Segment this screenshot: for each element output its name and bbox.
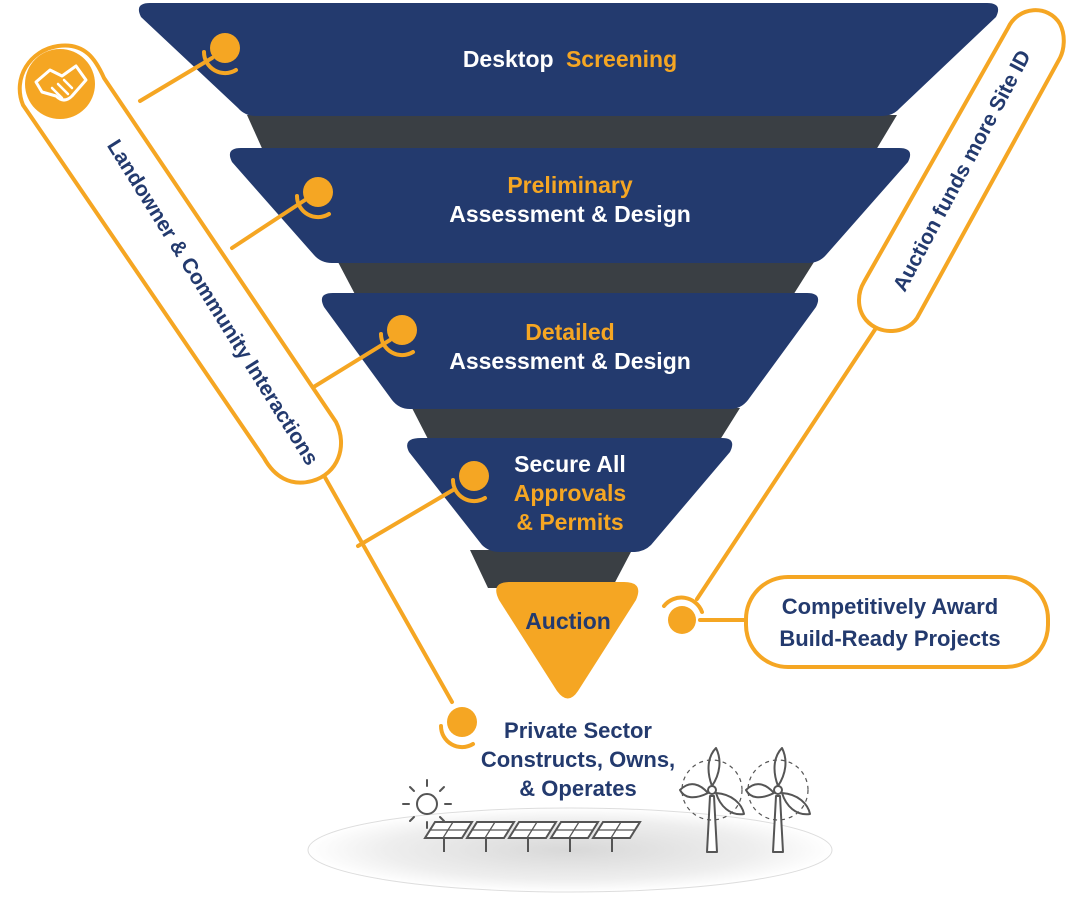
stage-4-line-3: & Permits <box>516 509 623 535</box>
stage-1-word-1: Desktop <box>463 46 554 72</box>
stage-bullet-1 <box>201 33 240 76</box>
award-box <box>744 575 1050 669</box>
stage-secure-approvals <box>407 438 733 552</box>
wind-turbine-icon-2 <box>745 747 811 853</box>
right-connector-lines <box>695 320 882 622</box>
stage-4-line-1: Secure All <box>514 451 626 477</box>
stage-desktop-screening <box>138 3 999 116</box>
stage-bullet-2 <box>294 177 333 220</box>
private-sector-line-3: & Operates <box>519 776 636 801</box>
handshake-icon <box>25 49 95 119</box>
funnel-connectors <box>247 115 897 588</box>
stage-detailed-assessment <box>321 293 819 409</box>
stage-4-line-2: Approvals <box>514 480 626 506</box>
sun-icon <box>402 779 452 829</box>
private-sector-line-1: Private Sector <box>504 718 652 743</box>
auction-bullet <box>662 595 704 634</box>
stage-bullet-3 <box>378 315 417 358</box>
left-connector-lines <box>138 56 455 704</box>
award-line-2: Build-Ready Projects <box>779 626 1000 651</box>
stage-bullet-4 <box>450 461 489 504</box>
solar-panels-icon <box>423 821 642 852</box>
stage-1-label: Desktop Screening <box>463 46 677 72</box>
stage-3-line-1: Detailed <box>525 319 614 345</box>
award-line-1: Competitively Award <box>782 594 998 619</box>
left-pill-outline <box>17 43 344 485</box>
stage-2-line-2: Assessment & Design <box>449 201 691 227</box>
stage-preliminary-assessment <box>229 148 911 263</box>
stage-auction <box>496 582 639 699</box>
right-pill-outline <box>857 8 1066 334</box>
stage-1-word-2: Screening <box>566 46 677 72</box>
private-sector-line-2: Constructs, Owns, <box>481 747 675 772</box>
wind-turbine-icon-1 <box>679 747 745 853</box>
stage-2-line-1: Preliminary <box>507 172 632 198</box>
stage-5-label: Auction <box>525 608 611 634</box>
private-sector-bullet <box>438 707 477 750</box>
stage-3-line-2: Assessment & Design <box>449 348 691 374</box>
